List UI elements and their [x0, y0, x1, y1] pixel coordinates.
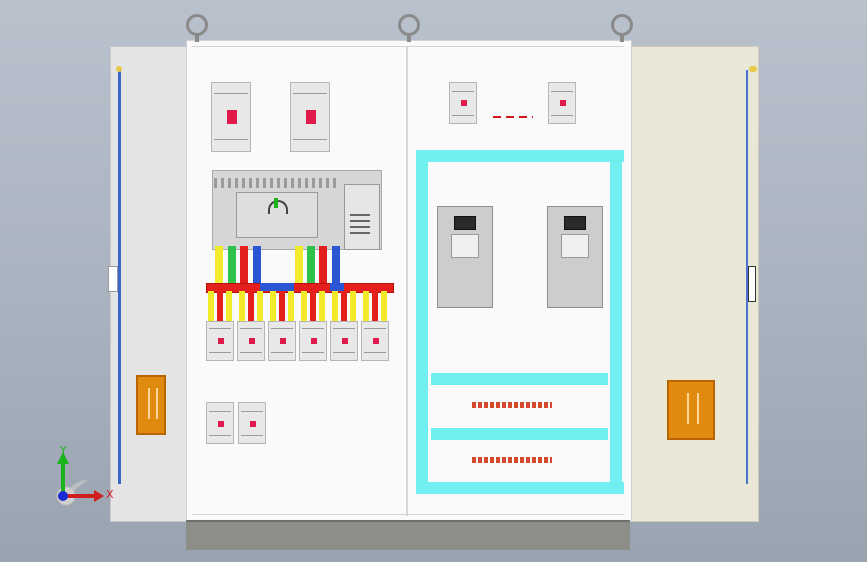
branch-cable [257, 291, 263, 321]
cable-tray-right [610, 162, 622, 482]
right-hinge-latch [748, 266, 756, 302]
x-axis-label: X [106, 488, 114, 501]
control-breaker [548, 82, 576, 124]
center-divider [406, 46, 408, 516]
phase-cable [332, 246, 340, 286]
lifting-eye-ring-icon [398, 14, 420, 36]
spare-breaker [238, 402, 266, 444]
panel-bottom-edge [192, 514, 624, 515]
branch-cable [279, 291, 285, 321]
vfd-display [564, 216, 586, 230]
branch-cable [288, 291, 294, 321]
hinge-pin-icon [116, 66, 122, 72]
phase-cable [228, 246, 236, 286]
axis-triad-icon: Y X [56, 444, 114, 506]
branch-cable [341, 291, 347, 321]
branch-cable [226, 291, 232, 321]
y-axis-label: Y [59, 444, 67, 457]
phase-cable [253, 246, 261, 286]
right-door [630, 46, 759, 522]
ats-controller-buttons [350, 214, 370, 234]
lifting-eye-stem [620, 34, 624, 42]
branch-breaker [206, 321, 234, 361]
busbar-blue [260, 283, 294, 291]
z-axis-dot-icon [58, 491, 68, 501]
phase-cable [295, 246, 303, 286]
branch-breaker [361, 321, 389, 361]
panel-top-edge [192, 46, 624, 47]
cable-tray-left [416, 162, 428, 482]
busbar-red [206, 283, 394, 293]
right-door-hinge-line [746, 70, 748, 484]
branch-breaker [268, 321, 296, 361]
branch-cable [248, 291, 254, 321]
left-door [110, 46, 188, 522]
branch-breaker [237, 321, 265, 361]
branch-cable [363, 291, 369, 321]
phase-cable [307, 246, 315, 286]
branch-cable [270, 291, 276, 321]
branch-cable [310, 291, 316, 321]
y-axis-arrow-icon [57, 452, 69, 464]
cable-tray-top [416, 150, 624, 162]
right-door-handle-icon[interactable] [667, 380, 715, 440]
branch-cable [332, 291, 338, 321]
vfd-keypad[interactable] [561, 234, 589, 258]
branch-breaker [330, 321, 358, 361]
left-door-hinge-line [118, 70, 121, 484]
hinge-pin-icon [749, 66, 757, 72]
branch-cable [217, 291, 223, 321]
branch-cable [319, 291, 325, 321]
lifting-eye-ring-icon [186, 14, 208, 36]
main-breaker [290, 82, 330, 152]
terminal-strip [472, 402, 552, 408]
breaker-row-continuation [493, 116, 533, 118]
branch-cable [350, 291, 356, 321]
vfd-keypad[interactable] [451, 234, 479, 258]
vfd-display [454, 216, 476, 230]
phase-cable [215, 246, 223, 286]
lifting-eye-ring-icon [611, 14, 633, 36]
ats-terminal-row [214, 178, 336, 188]
branch-breaker [299, 321, 327, 361]
plinth [186, 520, 630, 550]
main-breaker [211, 82, 251, 152]
branch-cable [301, 291, 307, 321]
lifting-eye-stem [195, 34, 199, 42]
spare-breaker [206, 402, 234, 444]
cable-tray-rail [431, 428, 608, 440]
phase-cable [319, 246, 327, 286]
branch-cable [239, 291, 245, 321]
cable-tray-rail [431, 373, 608, 385]
triad-arc [66, 479, 88, 496]
branch-cable [208, 291, 214, 321]
lifting-eye-stem [407, 34, 411, 42]
ats-indicator [274, 198, 278, 208]
cable-tray-bottom [416, 482, 624, 494]
branch-cable [372, 291, 378, 321]
branch-cable [381, 291, 387, 321]
terminal-strip [472, 457, 552, 463]
busbar-blue [330, 283, 344, 291]
ats-handle-icon [268, 200, 288, 214]
left-hinge-latch [108, 266, 118, 292]
left-door-handle-icon[interactable] [136, 375, 166, 435]
control-breaker [449, 82, 477, 124]
phase-cable [240, 246, 248, 286]
x-axis-arrow-icon [94, 490, 104, 502]
